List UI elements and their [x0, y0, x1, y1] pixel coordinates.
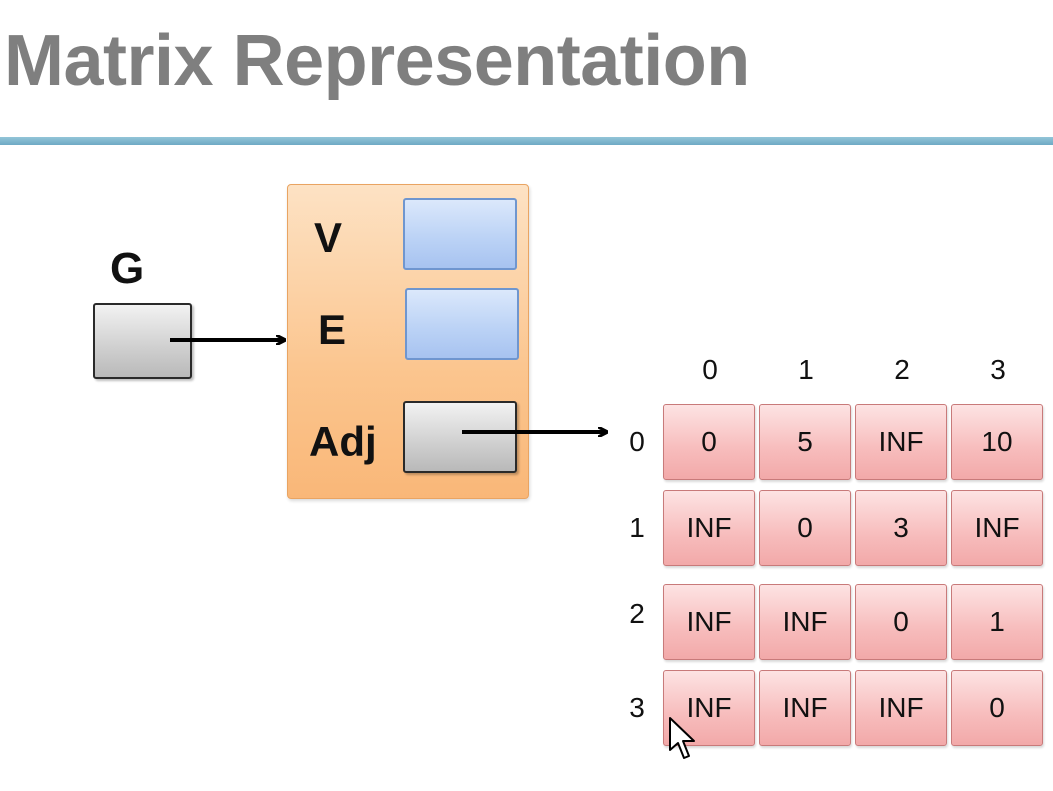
edge-count-box: [405, 288, 519, 360]
title-divider: [0, 137, 1053, 145]
adj-pointer-box: [403, 401, 517, 473]
matrix-col-header: 1: [798, 354, 814, 385]
matrix-cell: 0: [759, 490, 851, 566]
vertex-count-box: [403, 198, 517, 270]
matrix-col-header: 3: [990, 354, 1006, 385]
field-label-adj: Adj: [309, 418, 377, 465]
slide-title: Matrix Representation: [4, 21, 750, 101]
matrix-cell: 5: [759, 404, 851, 480]
field-label-e: E: [318, 306, 347, 353]
matrix-cell: 10: [951, 404, 1043, 480]
matrix-row-header: 3: [629, 692, 645, 723]
matrix-row-header: 0: [629, 426, 645, 457]
matrix-cell: 3: [855, 490, 947, 566]
matrix-cell: INF: [855, 670, 947, 746]
field-label-v: V: [314, 214, 343, 261]
matrix-col-header: 2: [894, 354, 910, 385]
matrix-row-header: 2: [629, 598, 645, 629]
matrix-cell: 0: [855, 584, 947, 660]
matrix-cell: 0: [951, 670, 1043, 746]
matrix-cell: INF: [663, 584, 755, 660]
matrix-row-header: 1: [629, 512, 645, 543]
matrix-cell: 1: [951, 584, 1043, 660]
matrix-cell: INF: [855, 404, 947, 480]
graph-pointer-box: [93, 303, 192, 379]
mouse-cursor-icon: [669, 717, 695, 759]
matrix-cell: 0: [663, 404, 755, 480]
matrix-cell: INF: [759, 584, 851, 660]
matrix-cell: INF: [951, 490, 1043, 566]
matrix-cell: INF: [663, 490, 755, 566]
matrix-cell: INF: [759, 670, 851, 746]
graph-variable-label: G: [110, 244, 145, 293]
matrix-col-header: 0: [702, 354, 718, 385]
